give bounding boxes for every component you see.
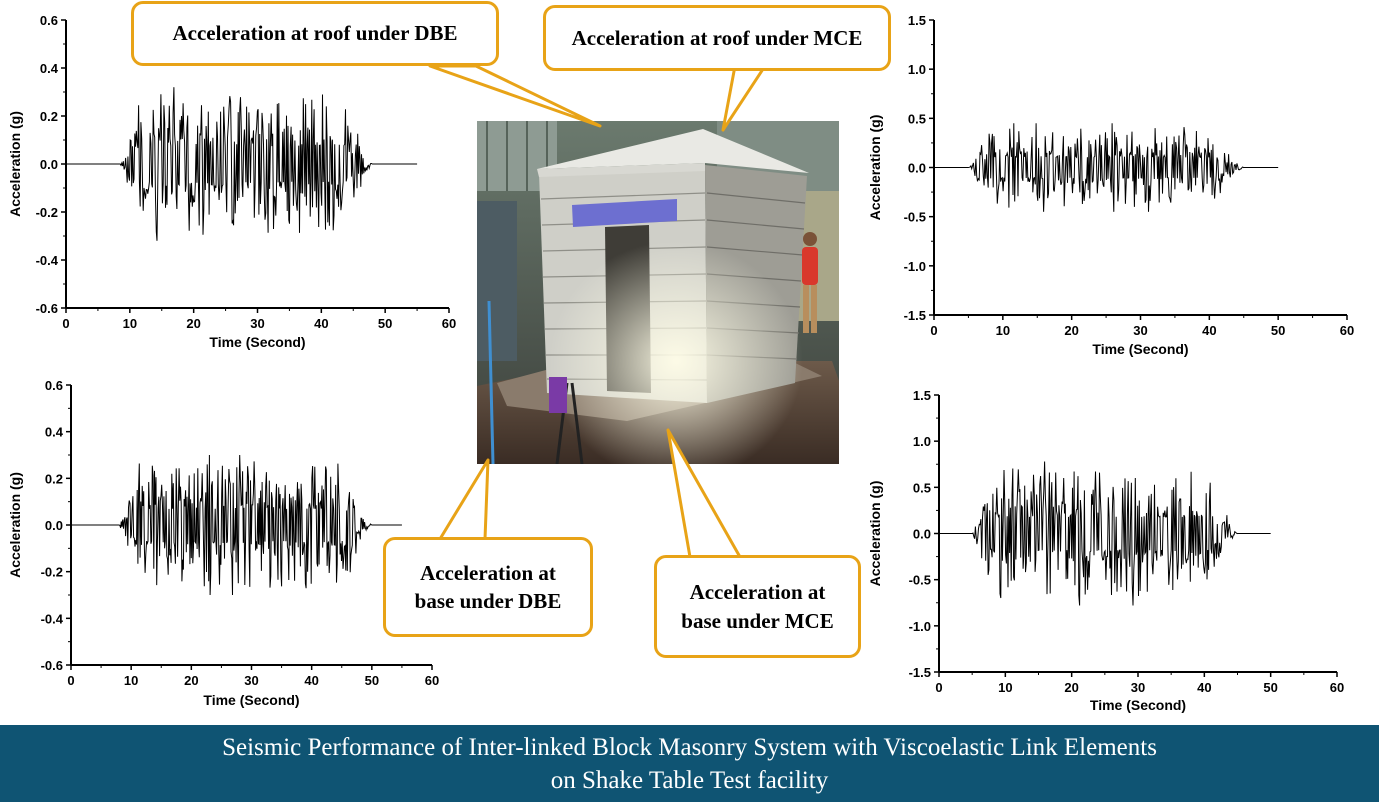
y-tick-label: -0.2 [36, 205, 58, 220]
shake-table-photo [477, 121, 839, 464]
y-tick-label: -0.2 [41, 565, 63, 580]
y-tick-label: -0.6 [36, 301, 58, 316]
y-axis-title: Acceleration (g) [867, 481, 883, 587]
x-tick-label: 20 [1064, 323, 1078, 338]
roof-mce-chart: 0 10 20 30 40 50 60 1.5 1.0 0.5 0.0 -0.5 -1.0 -1.5Tim… [867, 13, 1354, 357]
roof-dbe-callout-pointer [428, 64, 602, 128]
y-tick-label: 0.0 [913, 527, 931, 542]
base-dbe-chart: 0 10 20 30 40 50 60 0.6 0.4 0.2 0.0 -0.2 -0.4 -0.6Tim… [7, 378, 439, 708]
x-tick-label: 10 [124, 673, 138, 688]
x-tick-label: 50 [1271, 323, 1285, 338]
x-tick-label: 50 [365, 673, 379, 688]
x-tick-label: 30 [1133, 323, 1147, 338]
y-tick-label: 0.2 [45, 471, 63, 486]
x-tick-label: 10 [998, 680, 1012, 695]
x-tick-label: 40 [314, 316, 328, 331]
x-tick-label: 30 [250, 316, 264, 331]
x-tick-label: 40 [1202, 323, 1216, 338]
base-mce-callout-pointer [666, 428, 742, 559]
x-tick-label: 30 [1131, 680, 1145, 695]
y-tick-label: 0.0 [45, 518, 63, 533]
shake-table-photo-image [477, 121, 839, 464]
y-tick-label: 0.6 [40, 13, 58, 28]
acceleration-trace [71, 454, 402, 596]
base-mce-chart: 0 10 20 30 40 50 60 1.5 1.0 0.5 0.0 -0.5 -1.0 -1.5Tim… [867, 388, 1344, 713]
base-mce-callout: Acceleration at base under MCE [654, 555, 861, 658]
y-tick-label: 0.0 [40, 157, 58, 172]
base-dbe-callout-line1: Acceleration at [420, 560, 556, 585]
x-axis-title: Time (Second) [1090, 697, 1186, 713]
roof-dbe-chart: 0 10 20 30 40 50 60 0.6 0.4 0.2 0.0 -0.2 -0.4 -0.6Tim… [7, 13, 456, 350]
y-tick-label: 1.0 [913, 434, 931, 449]
x-tick-label: 10 [123, 316, 137, 331]
y-tick-label: 1.5 [908, 13, 926, 28]
callout-connectors [428, 64, 767, 559]
x-tick-label: 30 [244, 673, 258, 688]
roof-mce-callout-text: Acceleration at roof under MCE [571, 25, 863, 50]
y-tick-label: 0.0 [908, 161, 926, 176]
y-tick-label: -0.4 [36, 253, 59, 268]
y-tick-label: -1.0 [904, 259, 926, 274]
x-tick-label: 40 [1197, 680, 1211, 695]
y-tick-label: -0.6 [41, 658, 63, 673]
x-axis-title: Time (Second) [209, 334, 305, 350]
y-tick-label: 1.5 [913, 388, 931, 403]
base-mce-callout-line2: base under MCE [681, 608, 834, 633]
roof-mce-callout: Acceleration at roof under MCE [543, 5, 891, 71]
x-axis-title: Time (Second) [203, 692, 299, 708]
x-tick-label: 0 [62, 316, 69, 331]
y-tick-label: -1.5 [904, 308, 926, 323]
base-mce-callout-line1: Acceleration at [689, 580, 826, 605]
y-axis-title: Acceleration (g) [7, 472, 23, 578]
y-tick-label: 0.5 [908, 111, 926, 126]
x-tick-label: 20 [184, 673, 198, 688]
y-tick-label: 0.4 [45, 425, 64, 440]
x-tick-label: 0 [67, 673, 74, 688]
base-dbe-callout: Acceleration at base under DBE [383, 537, 593, 637]
y-tick-label: 0.2 [40, 109, 58, 124]
base-dbe-callout-pointer [438, 458, 490, 541]
roof-mce-callout-pointer [721, 64, 767, 132]
x-axis-title: Time (Second) [1092, 341, 1188, 357]
x-tick-label: 10 [996, 323, 1010, 338]
footer-banner: Seismic Performance of Inter-linked Bloc… [0, 725, 1379, 802]
y-tick-label: 0.4 [40, 61, 59, 76]
x-tick-label: 20 [186, 316, 200, 331]
footer-title-line2: on Shake Table Test facility [550, 766, 829, 794]
y-tick-label: 0.5 [913, 480, 931, 495]
acceleration-trace [939, 461, 1271, 606]
x-tick-label: 50 [1263, 680, 1277, 695]
footer-title-line1: Seismic Performance of Inter-linked Bloc… [222, 733, 1157, 761]
acceleration-trace [934, 123, 1279, 212]
y-tick-label: -1.0 [909, 619, 931, 634]
x-tick-label: 60 [1330, 680, 1344, 695]
x-tick-label: 0 [930, 323, 937, 338]
y-tick-label: -0.5 [909, 573, 931, 588]
acceleration-trace [66, 87, 418, 241]
y-tick-label: -1.5 [909, 665, 931, 680]
y-axis-title: Acceleration (g) [7, 111, 23, 217]
y-tick-label: -0.4 [41, 611, 64, 626]
roof-dbe-callout: Acceleration at roof under DBE [131, 1, 499, 66]
x-tick-label: 60 [442, 316, 456, 331]
x-tick-label: 60 [1340, 323, 1354, 338]
x-tick-label: 50 [378, 316, 392, 331]
x-tick-label: 40 [304, 673, 318, 688]
x-tick-label: 20 [1064, 680, 1078, 695]
y-tick-label: -0.5 [904, 210, 926, 225]
x-tick-label: 0 [935, 680, 942, 695]
base-dbe-callout-line2: base under DBE [414, 589, 562, 613]
y-axis-title: Acceleration (g) [867, 115, 883, 221]
y-tick-label: 1.0 [908, 62, 926, 77]
y-tick-label: 0.6 [45, 378, 63, 393]
x-tick-label: 60 [425, 673, 439, 688]
roof-dbe-callout-text: Acceleration at roof under DBE [172, 21, 458, 46]
